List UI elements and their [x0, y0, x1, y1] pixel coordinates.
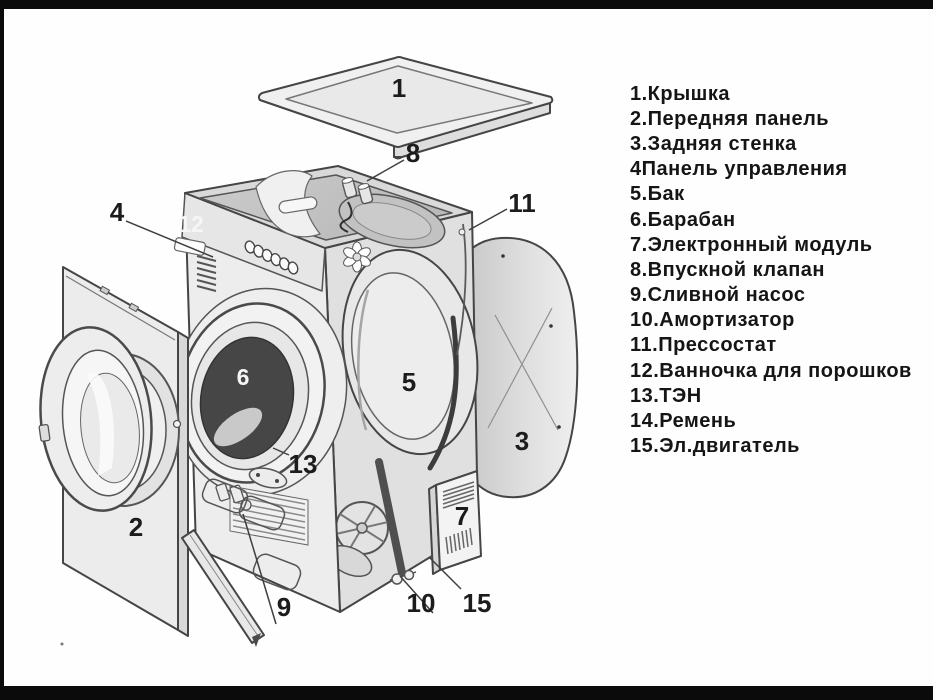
legend-item: 4Панель управления: [630, 158, 848, 180]
legend-item: 11.Прессостат: [630, 334, 777, 356]
drum-opening: [172, 287, 348, 497]
part-label-drain-pump: 9: [277, 592, 291, 622]
leader-15: [428, 556, 462, 590]
leader-9: [242, 513, 277, 625]
speck: [60, 642, 64, 646]
part-label-control-panel: 4: [110, 197, 125, 227]
part-label-detergent-tray: 12: [178, 211, 204, 237]
tub-part: [341, 248, 479, 456]
legend-item: 15.Эл.двигатель: [630, 435, 800, 457]
control-panel-part: [173, 192, 326, 292]
fan-wheel: [343, 241, 371, 273]
legend-item: 10.Амортизатор: [630, 309, 795, 331]
belt-part: [375, 458, 406, 577]
drain-hose: [427, 315, 459, 471]
base-slots: [201, 478, 302, 591]
cabinet-top: [184, 165, 473, 273]
part-label-tub: 5: [402, 367, 416, 397]
part-label-module: 7: [455, 501, 469, 531]
part-label-drum: 6: [237, 364, 250, 390]
part-label-motor: 15: [463, 588, 492, 618]
legend-item: 7.Электронный модуль: [630, 234, 873, 256]
part-label-back-wall: 3: [515, 426, 529, 456]
panel-tab: [128, 302, 140, 313]
part-labels: 1 8 4 11 12 6 5 3 2 13 7 9 10 15: [110, 73, 536, 622]
handle-recess: [278, 196, 318, 214]
lid-part: [257, 56, 554, 160]
module-box: [428, 470, 482, 575]
legend-item: 1.Крышка: [630, 83, 730, 105]
door-glass-highlight: [86, 372, 115, 476]
part-label-front-panel: 2: [129, 512, 143, 542]
part-label-inlet-valve: 8: [406, 138, 420, 168]
legend-item: 2.Передняя панель: [630, 108, 829, 130]
leader-13: [272, 447, 290, 456]
legend-item: 6.Барабан: [630, 209, 736, 231]
legend-item: 3.Задняя стенка: [630, 133, 797, 155]
door-part: [38, 326, 153, 512]
pressostat-tube: [456, 223, 467, 356]
legend-item: 8.Впускной клапан: [630, 259, 825, 281]
left-border: [0, 0, 4, 700]
part-label-shock-absorber: 10: [407, 588, 436, 618]
vent-lines: [196, 255, 217, 292]
part-label-heater: 13: [289, 449, 318, 479]
legend-item: 9.Сливной насос: [630, 284, 805, 306]
part-label-lid: 1: [392, 73, 406, 103]
drain-pump-part: [215, 482, 245, 504]
legend: 1.Крышка 2.Передняя панель 3.Задняя стен…: [630, 83, 912, 457]
leader-lines: [125, 159, 508, 625]
leader-10: [399, 575, 434, 614]
legend-item: 12.Ванночка для порошков: [630, 360, 912, 382]
legend-item: 5.Бак: [630, 183, 685, 205]
top-bar: [0, 0, 933, 9]
door-latch: [38, 423, 51, 442]
leader-4: [125, 220, 214, 258]
legend-item: 13.ТЭН: [630, 385, 702, 407]
bottom-bar: [0, 686, 933, 700]
plinth-strip: [181, 529, 265, 647]
leader-8: [366, 159, 405, 182]
cabinet: [172, 165, 482, 613]
panel-tab: [99, 285, 111, 296]
knob: [244, 240, 299, 275]
part-label-pressostat: 11: [508, 188, 536, 218]
inlet-valve-part: [339, 177, 374, 233]
pressostat-part: [458, 228, 466, 236]
leader-11: [468, 208, 508, 231]
legend-item: 14.Ремень: [630, 410, 736, 432]
